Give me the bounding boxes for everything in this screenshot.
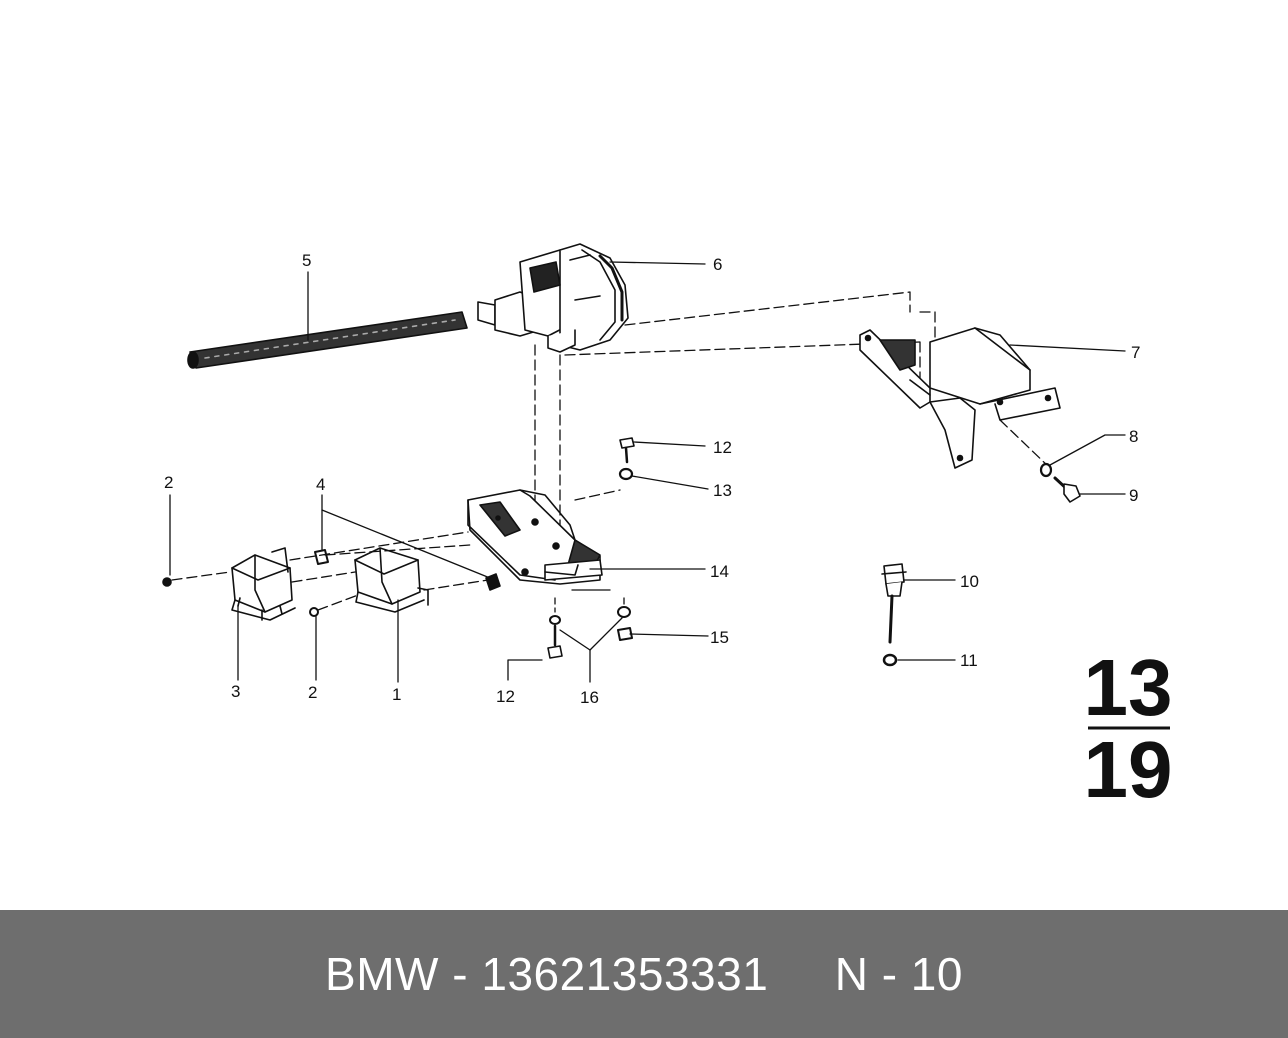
callout-8: 8 [1129, 427, 1138, 446]
callout-12-top: 12 [713, 438, 732, 457]
parts-diagram: 5 6 7 8 9 12 13 14 15 10 11 2 4 3 2 1 12… [162, 243, 1173, 814]
callout-14: 14 [710, 562, 729, 581]
screw-part-9 [1053, 476, 1081, 503]
washer-part-13 [618, 467, 634, 481]
callout-9: 9 [1129, 486, 1138, 505]
callout-7: 7 [1131, 343, 1140, 362]
callout-2-middle: 2 [308, 683, 317, 702]
callout-12-bottom: 12 [496, 687, 515, 706]
screw-part-2-middle [309, 607, 319, 617]
callout-1: 1 [392, 685, 401, 704]
footer-separator: - [438, 948, 482, 1000]
callout-3: 3 [231, 682, 240, 701]
footer-part-number: 13621353331 [481, 948, 769, 1000]
callout-15: 15 [710, 628, 729, 647]
assembly-lines-6 [534, 291, 936, 541]
bracket-part-7 [859, 327, 1061, 469]
flow-meter-part-6 [477, 243, 629, 353]
callout-4: 4 [316, 475, 325, 494]
callout-11: 11 [960, 651, 978, 670]
callout-16: 16 [580, 688, 599, 707]
footer-page: N - 10 [834, 948, 963, 1000]
callout-6: 6 [713, 255, 722, 274]
relay-part-3 [231, 547, 296, 621]
screw-part-2-left [162, 577, 172, 587]
footer-brand: BMW [325, 948, 439, 1000]
footer-bar: BMW - 13621353331 N - 10 [0, 910, 1288, 1038]
callout-10: 10 [960, 572, 979, 591]
assembly-lines-relays [171, 531, 489, 611]
nut-part-4-right [485, 573, 501, 591]
callout-5: 5 [302, 251, 311, 270]
bolt-part-12-bottom [547, 615, 563, 659]
nut-part-4-left [314, 549, 329, 565]
bolt-part-12-top [619, 437, 635, 464]
mounting-plate-part-14 [467, 489, 603, 585]
callout-13: 13 [713, 481, 732, 500]
tube-rod-part-5 [187, 311, 468, 369]
footer-gap [768, 948, 834, 1000]
seal-ring-part-11 [882, 653, 898, 667]
nut-part-15 [617, 606, 633, 641]
section-number-bottom: 19 [1084, 725, 1173, 814]
callout-2-left: 2 [164, 473, 173, 492]
leader-lines [169, 261, 1126, 683]
section-number-top: 13 [1084, 643, 1173, 732]
footer-caption: BMW - 13621353331 N - 10 [325, 947, 963, 1001]
washer-part-8 [1039, 462, 1053, 478]
relay-part-1 [354, 547, 429, 613]
temperature-sensor-part-10 [881, 563, 907, 644]
